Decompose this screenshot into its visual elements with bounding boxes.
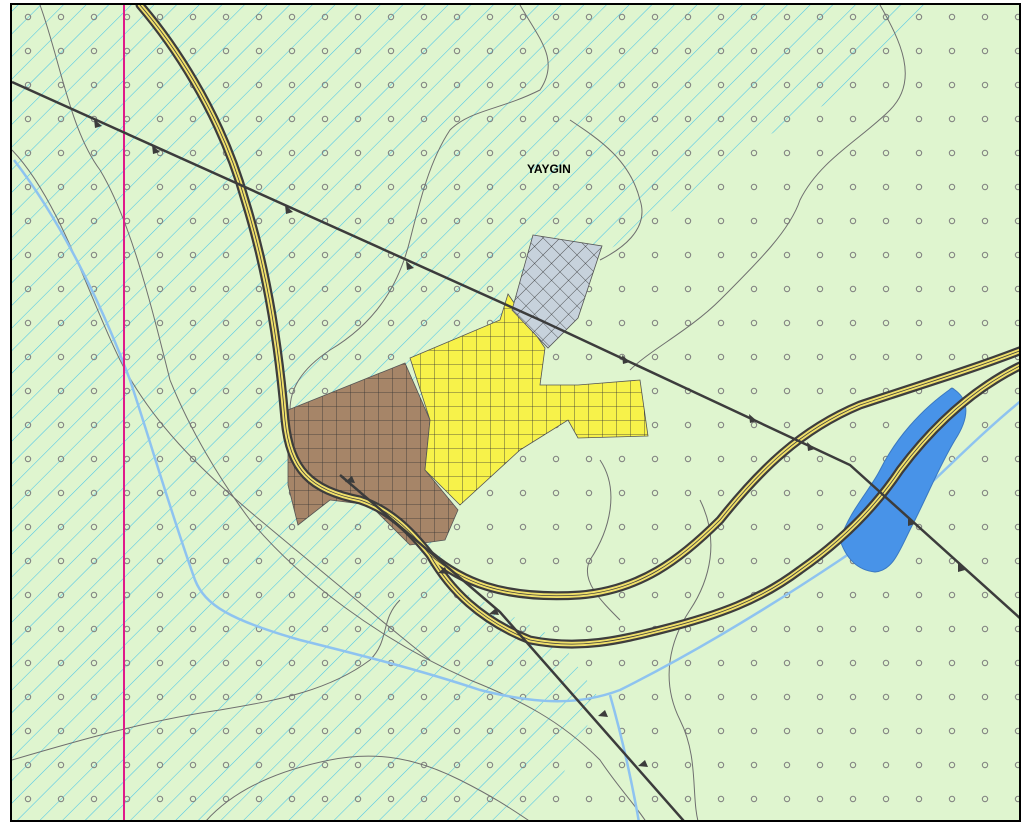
road-network [135,5,1020,649]
rail-ticks [94,119,965,767]
parcel-grey-grid [512,235,602,348]
rail-line [12,80,1020,821]
place-label-yaygin: YAYGIN [527,162,571,176]
parcel-brown-grid [288,363,458,545]
map-frame-border [10,3,1021,822]
parcel-yellow-grid [410,294,648,505]
contour-lines [12,5,906,821]
